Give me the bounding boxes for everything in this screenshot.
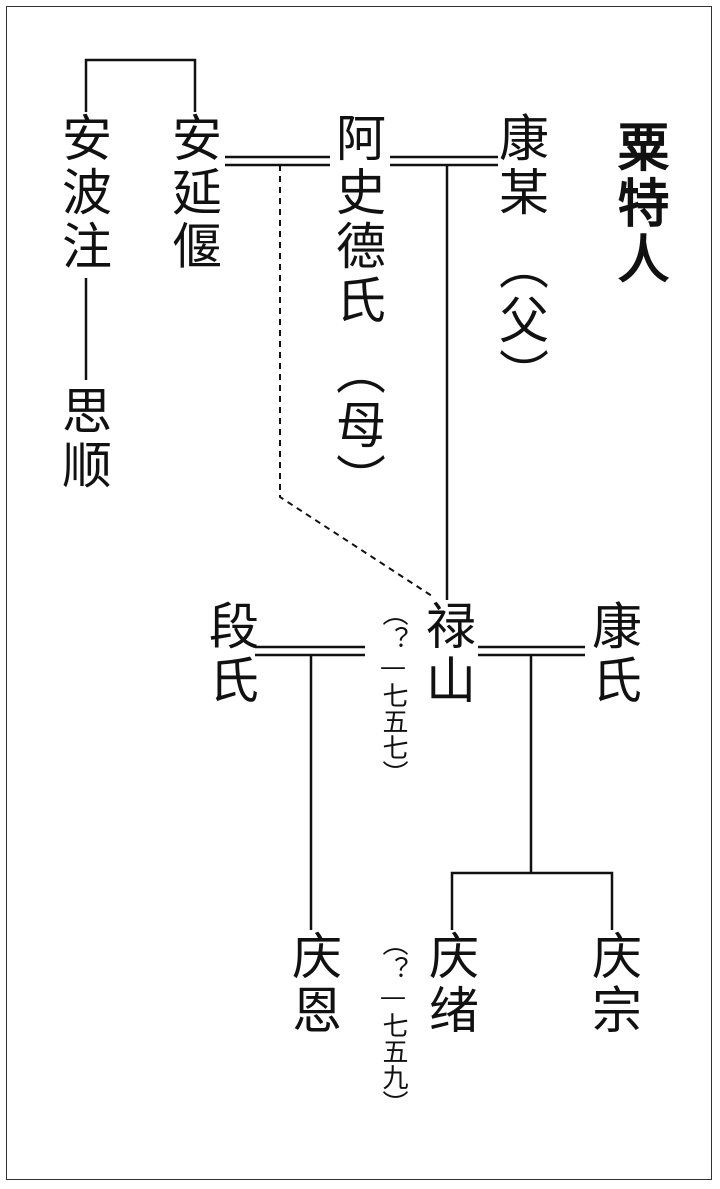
person-qingen: 庆恩 bbox=[284, 930, 342, 1038]
person-lushan: 禄山 bbox=[418, 600, 476, 708]
person-kang-mou: 康某 bbox=[491, 112, 549, 220]
adoption-dashed-line bbox=[279, 165, 436, 599]
lushan-dates: （？—七五七） bbox=[378, 600, 408, 786]
person-sishun: 思顺 bbox=[54, 385, 112, 493]
person-duan: 段氏 bbox=[201, 600, 259, 708]
person-qingxu: 庆绪 bbox=[421, 930, 479, 1038]
role-mother: （母） bbox=[328, 345, 386, 507]
diagram-frame bbox=[6, 6, 712, 1180]
person-qingzong: 庆宗 bbox=[584, 930, 642, 1038]
person-an-bozhu: 安波注 bbox=[54, 112, 112, 274]
person-ashide: 阿史德氏 bbox=[328, 112, 386, 328]
qingxu-dates: （？—七五九） bbox=[378, 930, 408, 1116]
role-father: （父） bbox=[491, 240, 549, 402]
person-kang-wife: 康氏 bbox=[584, 600, 642, 708]
descent-line-kang-sons bbox=[450, 655, 614, 930]
diagram-title: 粟特人 bbox=[608, 120, 668, 288]
sibling-bracket bbox=[84, 58, 197, 112]
person-an-yanyan: 安延偃 bbox=[164, 112, 222, 274]
